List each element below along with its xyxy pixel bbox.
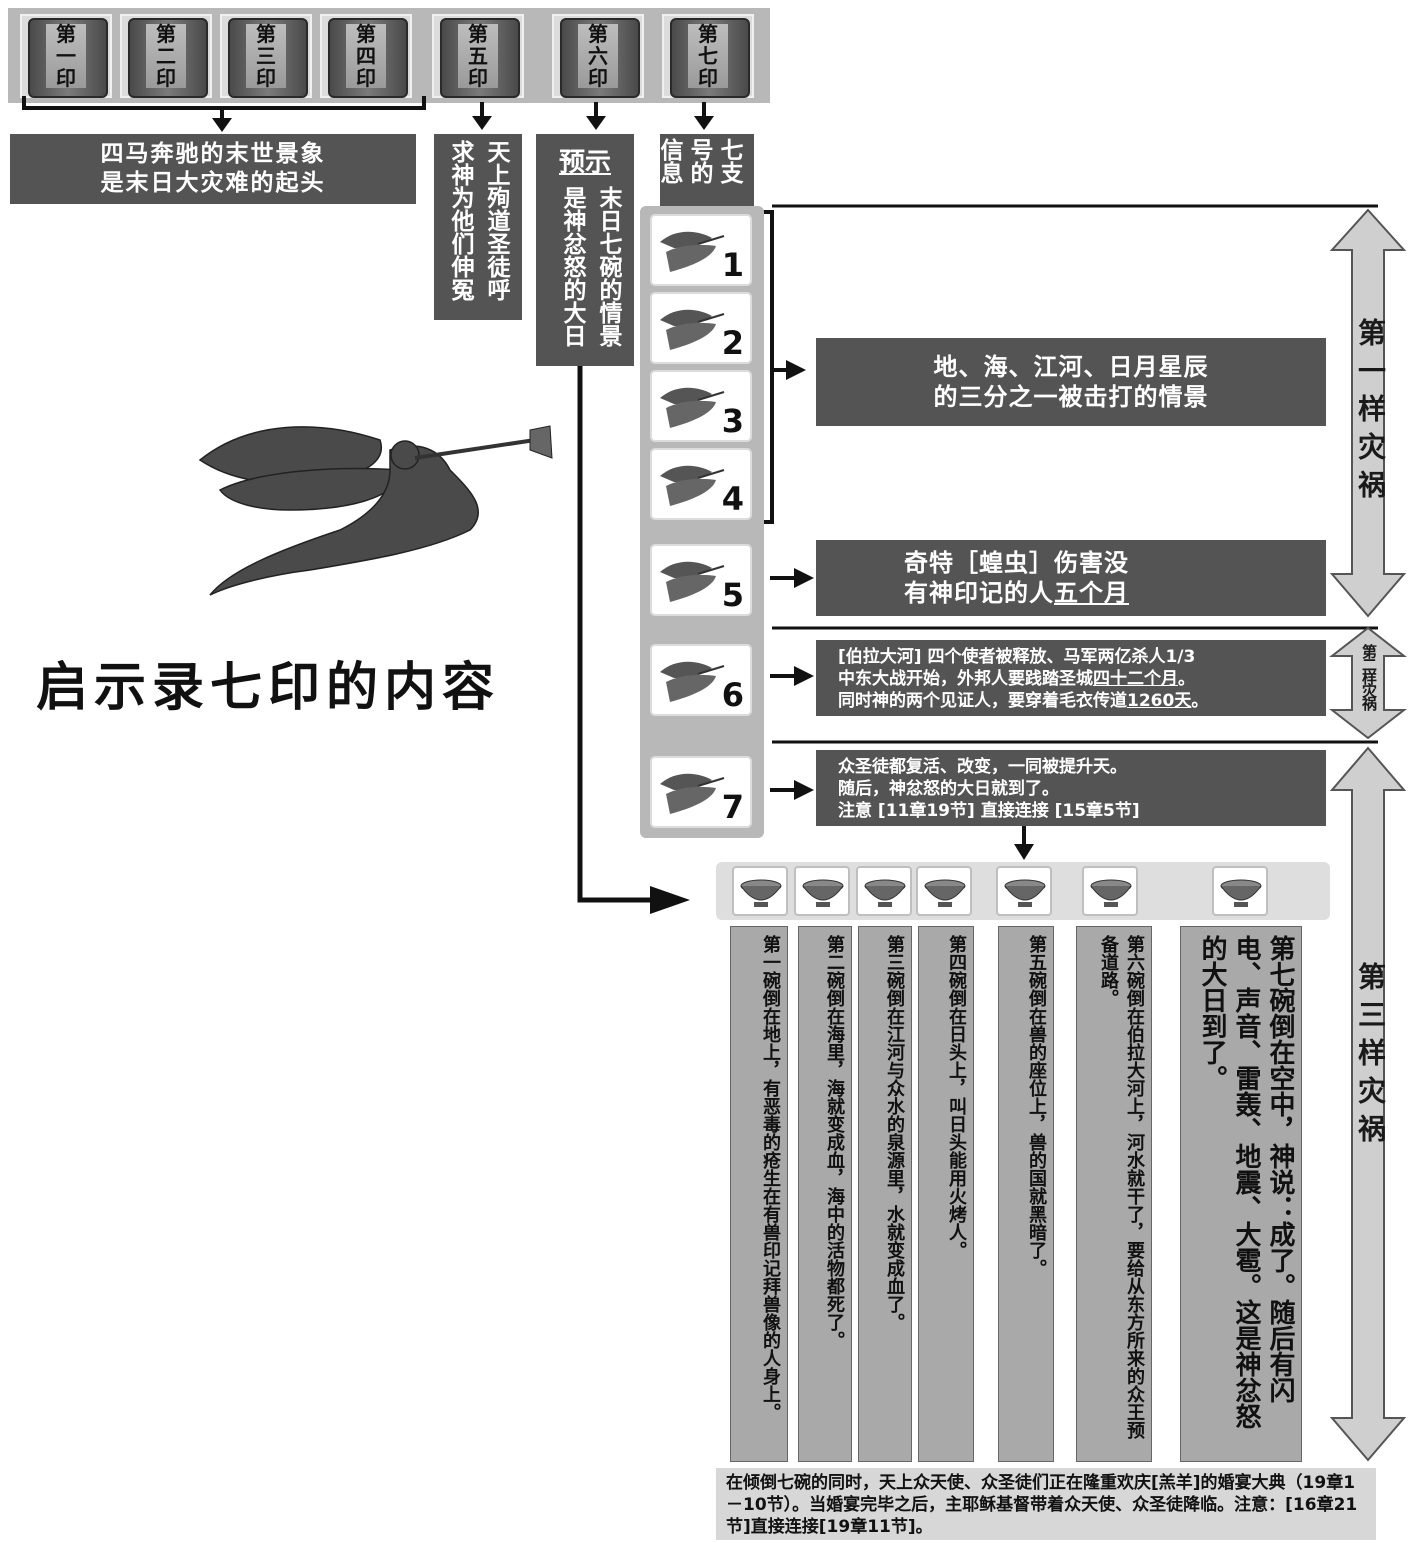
trumpet-number-1: 1 — [721, 246, 744, 284]
trumpet-card-5: 5 — [650, 544, 752, 616]
trumpets-1-4-desc: 地、海、江河、日月星辰 的三分之一被击打的情景 — [816, 338, 1326, 426]
four-horses-box: 四马奔驰的末世景象 是末日大灾难的起头 — [10, 134, 416, 204]
bowl-desc-3: 第三碗倒在江河与众水的泉源里，水就变成血了。 — [858, 926, 912, 1462]
trumpet-card-4: 4 — [650, 448, 752, 520]
footer-note: 在倾倒七碗的同时，天上众天使、众圣徒们正在隆重欢庆[羔羊]的婚宴大典（19章1－… — [716, 1468, 1376, 1540]
seventh-seal-box: 七支号的信息 — [656, 134, 754, 208]
trumpet-number-3: 3 — [721, 402, 744, 440]
bowl-desc-2: 第二碗倒在海里，海就变成血，海中的活物都死了。 — [798, 926, 852, 1462]
trumpet-number-7: 7 — [721, 788, 744, 826]
bowl-icon — [802, 879, 844, 907]
seal-label-5: 第五印 — [458, 23, 498, 89]
bowl-icon-card-6 — [1082, 866, 1138, 916]
seal-label-6: 第六印 — [578, 23, 618, 89]
four-horses-text: 四马奔驰的末世景象 是末日大灾难的起头 — [100, 141, 326, 196]
trumpet-6-line1: [伯拉大河] 四个使者被释放、马军两亿杀人1/3 — [838, 647, 1196, 667]
sixth-seal-box: 预示 末日七碗的情景是神忿怒的大日 — [536, 134, 634, 366]
seal-scroll-3: 第三印 — [228, 18, 308, 98]
second-woe-label: 第二样灾祸 — [1360, 644, 1378, 709]
angel-trumpet-icon — [660, 465, 725, 506]
bowl-desc-1: 第一碗倒在地上，有恶毒的疮生在有兽印记拜兽像的人身上。 — [730, 926, 788, 1462]
sixth-seal-text: 末日七碗的情景是神忿怒的大日 — [559, 186, 621, 347]
seal-label-4: 第四印 — [346, 23, 386, 89]
trumpets-1-4-text: 地、海、江河、日月星辰 的三分之一被击打的情景 — [933, 353, 1209, 411]
third-woe-label: 第三样灾祸 — [1354, 962, 1387, 1152]
trumpet-6-line3: 同时神的两个见证人，要穿着毛衣传道1260天。 — [838, 691, 1209, 711]
angel-trumpet-icon — [660, 231, 725, 272]
fifth-seal-text: 天上殉道圣徒呼求神为他们伸冤 — [447, 140, 509, 301]
trumpet-card-6: 6 — [650, 644, 752, 716]
bowl-icon — [864, 879, 906, 907]
page-title: 启示录七印的内容 — [36, 657, 501, 718]
trumpet-7-line1: 众圣徒都复活、改变，一同被提升天。 — [838, 757, 1127, 777]
trumpet-number-6: 6 — [721, 676, 744, 714]
bowl-icon-card-2 — [794, 866, 850, 916]
seal-scroll-7: 第七印 — [670, 18, 750, 98]
trumpet-number-4: 4 — [721, 480, 744, 518]
trumpet-card-2: 2 — [650, 292, 752, 364]
trumpet-number-2: 2 — [721, 324, 744, 362]
trumpet-card-7: 7 — [650, 756, 752, 828]
trumpet-7-desc: 众圣徒都复活、改变，一同被提升天。 随后，神忿怒的大日就到了。 注意 [11章1… — [816, 750, 1326, 826]
seal-scroll-4: 第四印 — [328, 18, 408, 98]
bowl-icon — [740, 879, 782, 907]
seal-label-1: 第一印 — [46, 23, 86, 89]
bowl-desc-5: 第五碗倒在兽的座位上，兽的国就黑暗了。 — [998, 926, 1054, 1462]
bowl-icon-card-7 — [1212, 866, 1268, 916]
angel-trumpet-icon — [660, 661, 725, 702]
bowl-icon — [1220, 879, 1262, 907]
angel-trumpet-icon — [660, 773, 725, 814]
bowl-icon — [1090, 879, 1132, 907]
seventh-seal-text: 七支号的信息 — [656, 138, 742, 184]
angel-trumpet-icon — [660, 309, 725, 350]
seal-scroll-6: 第六印 — [560, 18, 640, 98]
bowl-icon-card-3 — [856, 866, 912, 916]
bowl-desc-7: 第七碗倒在空中，神说：成了。随后有闪电、声音、雷轰、地震、大雹。这是神忿怒的大日… — [1180, 926, 1302, 1462]
angel-trumpet-icon — [660, 561, 725, 602]
trumpet-5-line1: 奇特［蝗虫］伤害没 — [904, 549, 1129, 577]
seal-scroll-2: 第二印 — [128, 18, 208, 98]
bowl-desc-6: 第六碗倒在伯拉大河上，河水就干了，要给从东方所来的众王预备道路。 — [1076, 926, 1152, 1462]
sixth-seal-title: 预示 — [558, 148, 611, 178]
trumpet-5-line2: 有神印记的人五个月 — [904, 579, 1129, 607]
seal-scroll-1: 第一印 — [28, 18, 108, 98]
trumpet-card-1: 1 — [650, 214, 752, 286]
trumpet-7-line2: 随后，神忿怒的大日就到了。 — [838, 779, 1059, 799]
seal-label-3: 第三印 — [246, 23, 286, 89]
fifth-seal-box: 天上殉道圣徒呼求神为他们伸冤 — [434, 134, 522, 320]
trumpet-6-desc: [伯拉大河] 四个使者被释放、马军两亿杀人1/3 中东大战开始，外邦人要践踏圣城… — [816, 640, 1326, 716]
first-woe-label: 第一样灾祸 — [1354, 318, 1387, 508]
trumpet-angel-illustration — [198, 425, 553, 596]
bowl-icon-card-4 — [916, 866, 972, 916]
trumpet-7-line3: 注意 [11章19节] 直接连接 [15章5节] — [838, 801, 1140, 821]
bowl-icon — [1004, 879, 1046, 907]
bowl-desc-4: 第四碗倒在日头上，叫日头能用火烤人。 — [918, 926, 974, 1462]
seal-label-2: 第二印 — [146, 23, 186, 89]
trumpet-6-line2: 中东大战开始，外邦人要践踏圣城四十二个月。 — [838, 669, 1195, 689]
seal-scroll-5: 第五印 — [440, 18, 520, 98]
seal-label-7: 第七印 — [688, 23, 728, 89]
bowl-icon-card-1 — [732, 866, 788, 916]
trumpet-card-3: 3 — [650, 370, 752, 442]
angel-trumpet-icon — [660, 387, 725, 428]
trumpet-5-desc: 奇特［蝗虫］伤害没 有神印记的人五个月 — [816, 540, 1326, 616]
bowl-icon-card-5 — [996, 866, 1052, 916]
bowl-icon — [924, 879, 966, 907]
trumpet-number-5: 5 — [721, 576, 744, 614]
